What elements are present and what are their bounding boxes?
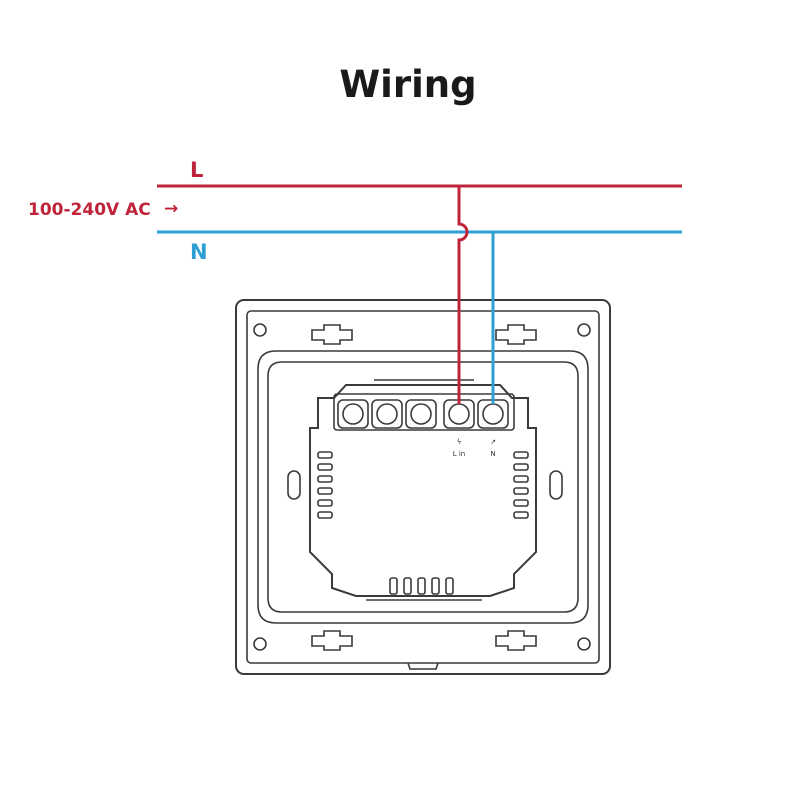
screw-hole-top-left [253, 323, 267, 337]
terminal-live-screw [448, 403, 470, 425]
mounting-plate-inner [267, 361, 579, 613]
clip-top-right [495, 324, 537, 345]
module-body [309, 384, 537, 597]
screw-hole-bottom-right [577, 637, 591, 651]
clip-bottom-right [495, 630, 537, 651]
screw-hole-top-right [577, 323, 591, 337]
clip-bottom-left [311, 630, 353, 651]
terminal-neutral-label: N [490, 450, 495, 458]
terminal-live-symbol: ϟ [457, 438, 462, 446]
screw-hole-bottom-left [253, 637, 267, 651]
clip-top-left [311, 324, 353, 345]
live-wire-label: L [190, 158, 203, 182]
side-slot-right [549, 470, 563, 500]
switch-outer-frame [235, 299, 611, 675]
terminal-neutral-screw [482, 403, 504, 425]
module-vents-right [513, 451, 529, 519]
live-drop-wire [457, 186, 469, 404]
neutral-wire-label: N [190, 240, 208, 264]
supply-voltage-label: 100-240V AC [28, 200, 151, 220]
frame-bottom-notch [407, 662, 439, 670]
mounting-plate [257, 350, 589, 624]
switch-inner-frame [246, 310, 600, 664]
module-vents-bottom [389, 577, 454, 595]
module-vents-left [317, 451, 333, 519]
supply-arrow-icon: → [164, 199, 178, 219]
terminal-neutral-symbol: ↗ [490, 438, 496, 446]
terminal-block [333, 393, 515, 431]
side-slot-left [287, 470, 301, 500]
terminal-live-label: L in [453, 450, 466, 458]
page-title: Wiring [339, 63, 476, 106]
terminal-screws [337, 399, 509, 429]
